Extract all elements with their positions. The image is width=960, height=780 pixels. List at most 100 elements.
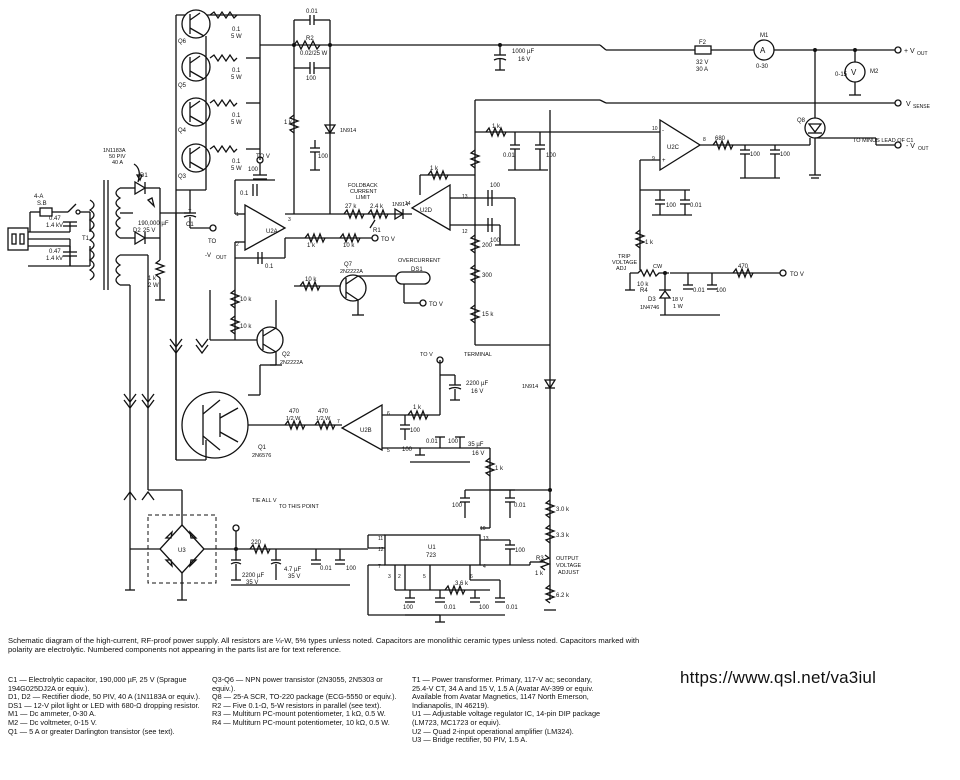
- svg-text:R1: R1: [373, 228, 381, 234]
- svg-text:2: 2: [236, 242, 239, 248]
- svg-text:12: 12: [462, 229, 468, 235]
- svg-text:V: V: [851, 68, 857, 77]
- svg-text:1/2 W: 1/2 W: [286, 416, 301, 422]
- svg-text:2.4 k: 2.4 k: [370, 204, 384, 210]
- svg-text:10 k: 10 k: [343, 243, 355, 249]
- svg-text:2N6576: 2N6576: [252, 453, 271, 459]
- svg-text:ADJUST: ADJUST: [558, 570, 580, 576]
- label-u2c: U2C: [667, 145, 680, 151]
- transistor-q2: [256, 326, 284, 354]
- svg-text:470: 470: [318, 409, 329, 415]
- label-r2: R2: [306, 36, 314, 42]
- svg-text:2200 µF: 2200 µF: [242, 573, 264, 579]
- regulator-ic-u1: [384, 534, 481, 566]
- label-q5: Q5: [178, 83, 187, 89]
- svg-text:2N2222A: 2N2222A: [280, 360, 303, 366]
- svg-text:1 k: 1 k: [148, 276, 157, 282]
- label-q6: Q6: [178, 39, 187, 45]
- svg-text:18 V: 18 V: [672, 297, 684, 303]
- svg-text:0.01: 0.01: [506, 605, 518, 611]
- svg-text:1N914: 1N914: [340, 128, 356, 134]
- svg-text:16 V: 16 V: [472, 451, 484, 457]
- svg-text:4.7 µF: 4.7 µF: [284, 567, 301, 573]
- svg-text:0-15: 0-15: [835, 72, 848, 78]
- parts-item: Q3-Q6 — NPN power transistor (2N3055, 2N…: [212, 675, 383, 693]
- svg-text:0.01: 0.01: [693, 288, 705, 294]
- bridge-section: U3 TIE ALL V TO THIS POINT 2200 µF 35 V …: [125, 410, 368, 601]
- svg-text:10: 10: [480, 526, 486, 532]
- svg-text:10: 10: [652, 126, 658, 132]
- transistor-q4: Q4 0.1 5 W: [178, 97, 260, 134]
- pass-transistor-bank: Q6 0.1 5 W Q5 0.1 5 W Q4 0.1 5: [175, 9, 261, 460]
- svg-text:TO V: TO V: [429, 302, 443, 308]
- svg-text:2 W: 2 W: [148, 283, 159, 289]
- svg-text:35 µF: 35 µF: [468, 442, 484, 448]
- svg-text:R4: R4: [640, 288, 648, 294]
- svg-text:1 k: 1 k: [492, 124, 501, 130]
- svg-text:1.4 kV: 1.4 kV: [46, 256, 63, 262]
- svg-text:100: 100: [410, 428, 421, 434]
- svg-text:TO THIS POINT: TO THIS POINT: [279, 504, 319, 510]
- parts-item: U3 — Bridge rectifier, 50 PIV, 1.5 A.: [412, 735, 528, 745]
- svg-text:Q1: Q1: [258, 445, 267, 451]
- svg-text:1N914: 1N914: [522, 384, 538, 390]
- svg-text:Q7: Q7: [344, 262, 353, 268]
- svg-text:0.01: 0.01: [444, 605, 456, 611]
- transistor-q5: Q5 0.1 5 W: [178, 52, 260, 89]
- rectifier-section: 1N1183A 50 PIV 40 A D1 D2 190,000 µF 25 …: [103, 148, 227, 461]
- svg-text:100: 100: [666, 203, 677, 209]
- svg-text:-: -: [662, 128, 664, 134]
- svg-text:0.01: 0.01: [320, 566, 332, 572]
- svg-text:1 k: 1 k: [535, 571, 544, 577]
- q1-section: Q1 2N6576 470 1/2 W 470 1/2 W U2B 6 5 7 …: [181, 352, 504, 490]
- svg-text:190,000 µF: 190,000 µF: [138, 221, 169, 227]
- svg-text:100: 100: [248, 167, 259, 173]
- transistor-q1: [181, 391, 249, 459]
- parts-item: Q8 — 25-A SCR, TO-220 package (ECG-5550 …: [212, 692, 397, 702]
- label-u2a: U2A: [266, 229, 278, 235]
- svg-text:200: 200: [482, 243, 493, 249]
- svg-text:TIE ALL V: TIE ALL V: [252, 498, 277, 504]
- svg-text:1N1183A: 1N1183A: [103, 148, 126, 154]
- svg-text:TO MINUS LEAD OF C1: TO MINUS LEAD OF C1: [853, 138, 913, 144]
- svg-text:3: 3: [288, 217, 291, 223]
- svg-text:7: 7: [337, 419, 340, 425]
- svg-text:M1: M1: [760, 33, 769, 39]
- svg-text:Q2: Q2: [282, 352, 291, 358]
- u2c-section: U2C - + 10 9 8 1 k 680 100 100 100: [475, 118, 811, 316]
- svg-text:35 V: 35 V: [246, 580, 258, 586]
- svg-text:16 V: 16 V: [471, 389, 483, 395]
- svg-text:1 k: 1 k: [307, 243, 316, 249]
- svg-text:5 W: 5 W: [231, 34, 242, 40]
- svg-text:D2: D2: [133, 228, 141, 234]
- mains-input: 4-A S.B 0.47 1.4 kV 0.47 1.4 kV: [7, 194, 91, 267]
- svg-text:10 k: 10 k: [305, 277, 317, 283]
- svg-text:S.B: S.B: [37, 201, 47, 207]
- svg-text:100: 100: [490, 183, 501, 189]
- parts-item: DS1 — 12-V pilot light or LED with 680-Ω…: [8, 700, 200, 710]
- svg-text:1N914: 1N914: [392, 202, 408, 208]
- svg-text:723: 723: [426, 553, 437, 559]
- svg-text:C1: C1: [186, 222, 194, 228]
- u2a-section: U2A 1 2 3 1 k 1N914 100 1 k 10 k TO V 0.…: [234, 100, 395, 290]
- parts-item: R2 — Five 0.1-Ω, 5-W resistors in parall…: [212, 700, 382, 710]
- transformer-t1: T1: [82, 180, 155, 501]
- svg-text:4-A: 4-A: [34, 194, 43, 200]
- svg-text:OUT: OUT: [216, 255, 227, 261]
- svg-text:1000 µF: 1000 µF: [512, 49, 534, 55]
- svg-text:13: 13: [483, 536, 489, 542]
- svg-text:35 V: 35 V: [288, 574, 300, 580]
- svg-text:R3: R3: [536, 556, 544, 562]
- svg-text:100: 100: [318, 154, 329, 160]
- svg-text:1 W: 1 W: [673, 304, 684, 310]
- svg-text:A: A: [760, 46, 766, 55]
- svg-text:14: 14: [405, 201, 411, 207]
- parts-item: R4 — Multiturn PC-mount potentiometer, 1…: [212, 717, 390, 727]
- label-u2d: U2D: [420, 208, 433, 214]
- svg-text:50 PIV: 50 PIV: [109, 154, 126, 160]
- svg-text:100: 100: [490, 238, 501, 244]
- svg-text:100: 100: [448, 439, 459, 445]
- svg-text:M2: M2: [870, 69, 879, 75]
- svg-text:100: 100: [403, 605, 414, 611]
- svg-text:3: 3: [388, 574, 391, 580]
